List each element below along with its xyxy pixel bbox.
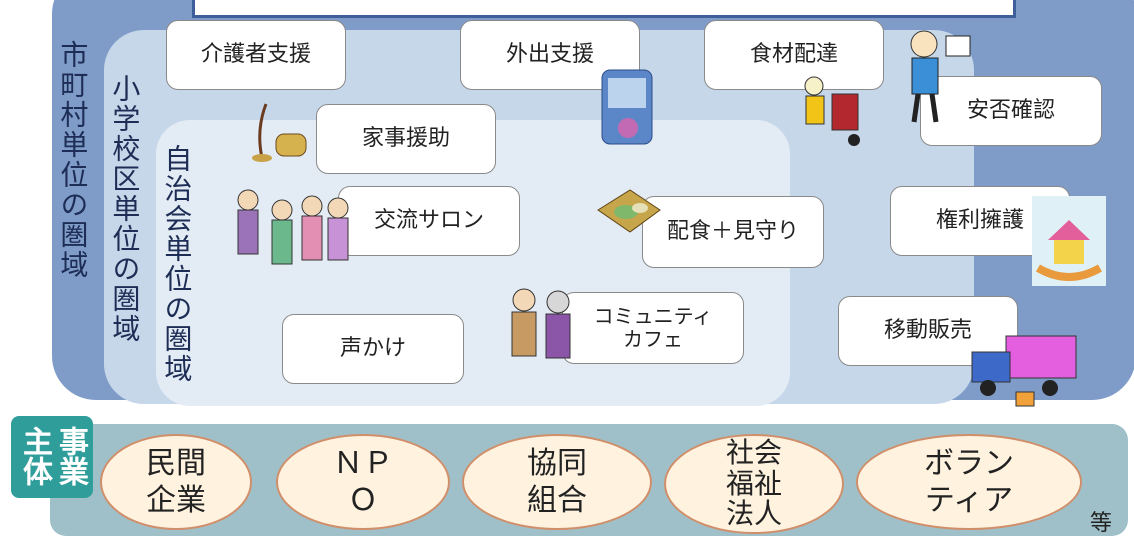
bento-box-icon [597,189,661,233]
elderly-group-icon [237,189,349,265]
delivery-cart-icon [804,76,860,146]
entity-social-welfare-corp: 社会 福祉 法人 [664,434,844,534]
entity-volunteers: ボラン ティア [856,434,1082,530]
service-food-delivery: 食材配達 [704,20,884,90]
neighborhood-area-label: 自治会単位の圏域 [160,144,194,384]
entities-tag-label-left: 主体 [17,426,52,486]
entity-cooperative: 協同 組合 [462,434,652,530]
person-with-clipboard-icon [910,30,971,123]
service-salon: 交流サロン [338,186,520,256]
school-district-area-label: 小学校区単位の圏域 [108,74,142,344]
municipality-area-label: 市町村単位の圏域 [56,40,90,280]
top-banner-box [192,0,1016,18]
elderly-couple-icon [511,288,571,359]
service-meal-watch: 配食＋見守り [642,196,824,268]
entity-npo: ＮＰ Ｏ [276,434,450,530]
delivery-truck-icon [971,335,1077,407]
service-community-cafe: コミュニティ カフェ [562,292,744,364]
service-caregiver-support: 介護者支援 [166,20,346,90]
service-safety-check: 安否確認 [920,76,1102,146]
entity-private-company: 民間 企業 [100,434,252,530]
entities-tag-label-right: 事業 [53,426,88,486]
house-in-hands-icon [1032,196,1106,286]
etc-label: 等 [1090,511,1113,536]
vacuum-cleaner-icon [252,103,307,162]
service-housework: 家事援助 [316,104,496,174]
entities-tag: 事業 主体 [11,416,93,498]
service-greeting: 声かけ [282,314,464,384]
wheelchair-vehicle-icon [601,69,653,145]
